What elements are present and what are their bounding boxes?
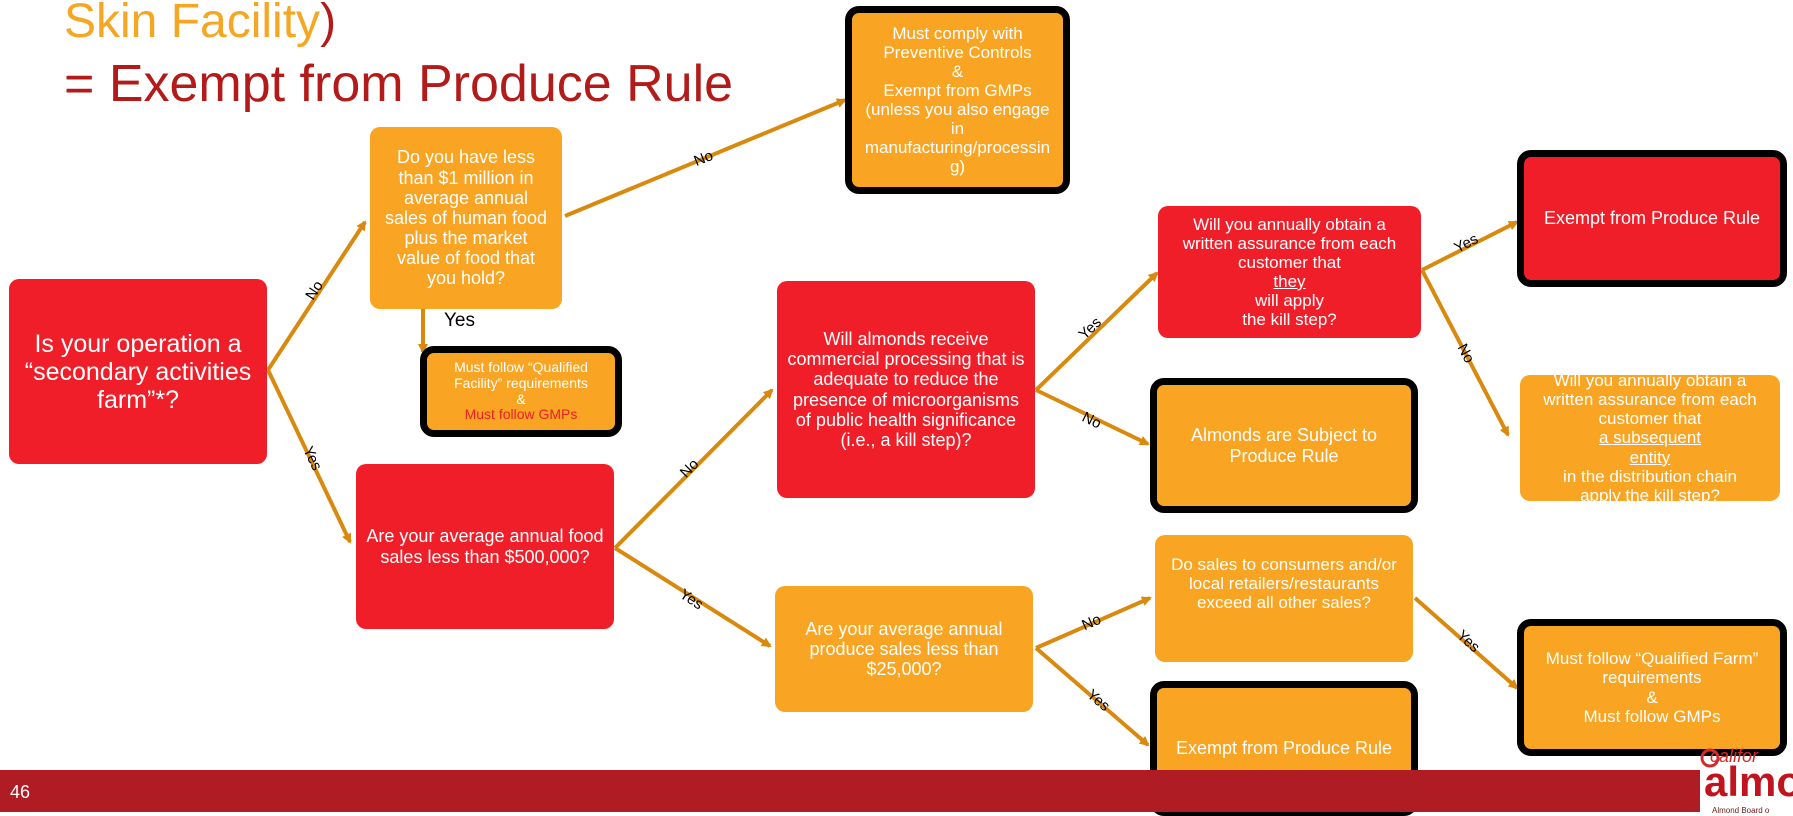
arrow-produce-no [1035,596,1152,650]
label-yes-million: Yes [444,310,475,331]
slide-title-line2: = Exempt from Produce Rule [64,55,734,113]
qualified-farm-box: Must follow “Qualified Farm”requirements… [1517,619,1787,756]
arrow-consumers-yes [1413,596,1519,690]
slide-title-line1: Skin Facility) [64,0,337,48]
page-number: 46 [10,782,31,802]
arrow-sales-yes [613,546,772,648]
footer-bar: 46 [0,770,1700,812]
arrow-assure-no [1420,269,1510,437]
exempt-right-box: Exempt from Produce Rule [1517,150,1787,287]
arrow-million-no [564,98,847,218]
arrow-secondary-no [266,220,367,372]
arrow-kill-yes [1034,271,1159,392]
arrow-assure-yes [1421,220,1519,272]
arrow-kill-no [1035,388,1150,446]
arrow-produce-yes [1034,646,1150,747]
secondary-activities-question: Is your operation a“secondary activities… [9,279,267,464]
almond-board-logo: califor almo Almond Board o [1700,746,1793,815]
arrow-sales-no [613,388,774,550]
arrow-secondary-yes [266,369,352,544]
